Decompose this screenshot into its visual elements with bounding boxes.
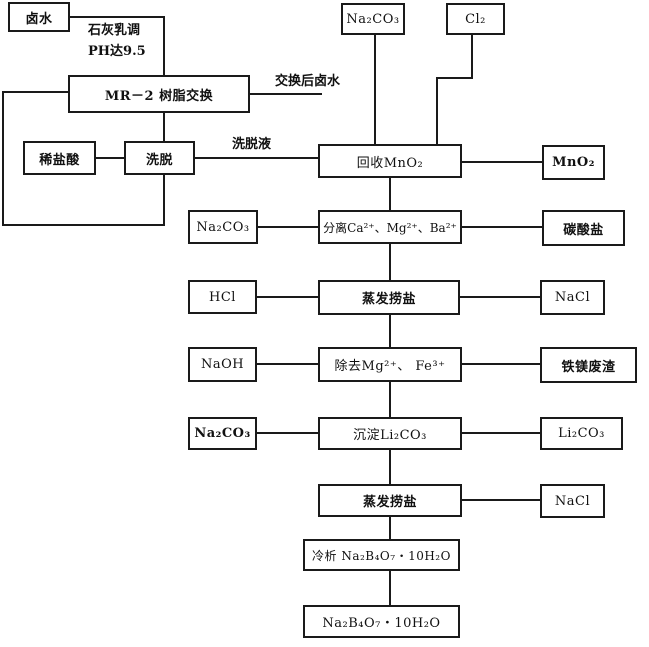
lime-adjust-line1: 石灰乳调 <box>88 23 141 38</box>
hcl-box: HCl <box>188 280 257 314</box>
naoh-label: NaOH <box>200 357 245 372</box>
evaporate-2-box: 蒸发捞盐 <box>318 484 462 517</box>
carbonate-out-box: 碳酸盐 <box>542 210 625 246</box>
exchanged-brine-label: 交换后卤水 <box>275 74 341 89</box>
li2co3-out-label: Li₂CO₃ <box>558 426 605 441</box>
recover-mno2-label: 回收MnO₂ <box>356 155 424 171</box>
mno2-out-label: MnO₂ <box>552 155 595 170</box>
mno2-out-box: MnO₂ <box>542 145 605 180</box>
remove-mg-fe-box: 除去Mg²⁺、 Fe³⁺ <box>318 347 462 382</box>
evaporate-1-box: 蒸发捞盐 <box>318 280 460 315</box>
na2co3-top-box: Na₂CO₃ <box>341 3 405 35</box>
remove-mg-fe-label: 除去Mg²⁺、 Fe³⁺ <box>334 359 446 374</box>
brine-label: 卤水 <box>25 11 53 27</box>
resin-exchange-label: MR－2 树脂交换 <box>104 88 214 104</box>
cold-crystallize-box: 冷析 Na₂B₄O₇・10H₂O <box>303 539 460 571</box>
eluate-label: 洗脱液 <box>232 137 272 152</box>
precipitate-li2co3-box: 沉淀Li₂CO₃ <box>318 417 462 450</box>
borax-out-box: Na₂B₄O₇・10H₂O <box>303 605 460 638</box>
nacl-2-label: NaCl <box>554 493 591 509</box>
brine-box: 卤水 <box>8 2 70 32</box>
carbonate-out-label: 碳酸盐 <box>563 222 604 238</box>
nacl-1-box: NaCl <box>540 280 605 315</box>
li2co3-out-box: Li₂CO₃ <box>540 417 623 450</box>
naoh-box: NaOH <box>188 347 257 382</box>
lime-adjust-line2: PH达9.5 <box>88 44 146 59</box>
line-elution-loop-to-resin <box>2 91 165 226</box>
borax-out-label: Na₂B₄O₇・10H₂O <box>322 616 441 631</box>
nacl-2-box: NaCl <box>540 484 605 518</box>
na2co3-separate-box: Na₂CO₃ <box>188 210 258 244</box>
line-cl2-to-recover <box>436 35 473 144</box>
na2co3-separate-label: Na₂CO₃ <box>196 219 250 235</box>
separate-label: 分离Ca²⁺、Mg²⁺、Ba²⁺ <box>323 220 457 235</box>
nacl-1-label: NaCl <box>554 290 591 305</box>
dilute-hcl-label: 稀盐酸 <box>39 152 80 168</box>
elution-label: 洗脱 <box>145 152 173 168</box>
fe-mg-residue-label: 铁镁废渣 <box>561 359 616 375</box>
lime-adjust-label: 石灰乳调 PH达9.5 <box>88 22 146 61</box>
resin-exchange-box: MR－2 树脂交换 <box>68 75 250 113</box>
cold-crystallize-label: 冷析 Na₂B₄O₇・10H₂O <box>312 548 451 563</box>
fe-mg-residue-box: 铁镁废渣 <box>540 347 637 383</box>
evaporate-2-label: 蒸发捞盐 <box>362 495 417 510</box>
na2co3-li-label: Na₂CO₃ <box>194 426 251 441</box>
na2co3-li-box: Na₂CO₃ <box>188 417 257 450</box>
elution-box: 洗脱 <box>124 141 195 175</box>
precipitate-li2co3-label: 沉淀Li₂CO₃ <box>353 428 427 443</box>
line-brine-to-resin <box>70 16 165 75</box>
hcl-label: HCl <box>209 289 236 305</box>
na2co3-top-label: Na₂CO₃ <box>346 11 400 27</box>
separate-box: 分离Ca²⁺、Mg²⁺、Ba²⁺ <box>318 210 462 244</box>
cl2-label: Cl₂ <box>465 11 486 27</box>
recover-mno2-box: 回收MnO₂ <box>318 144 462 178</box>
dilute-hcl-box: 稀盐酸 <box>23 141 96 175</box>
evaporate-1-label: 蒸发捞盐 <box>361 292 416 307</box>
cl2-box: Cl₂ <box>446 3 505 35</box>
